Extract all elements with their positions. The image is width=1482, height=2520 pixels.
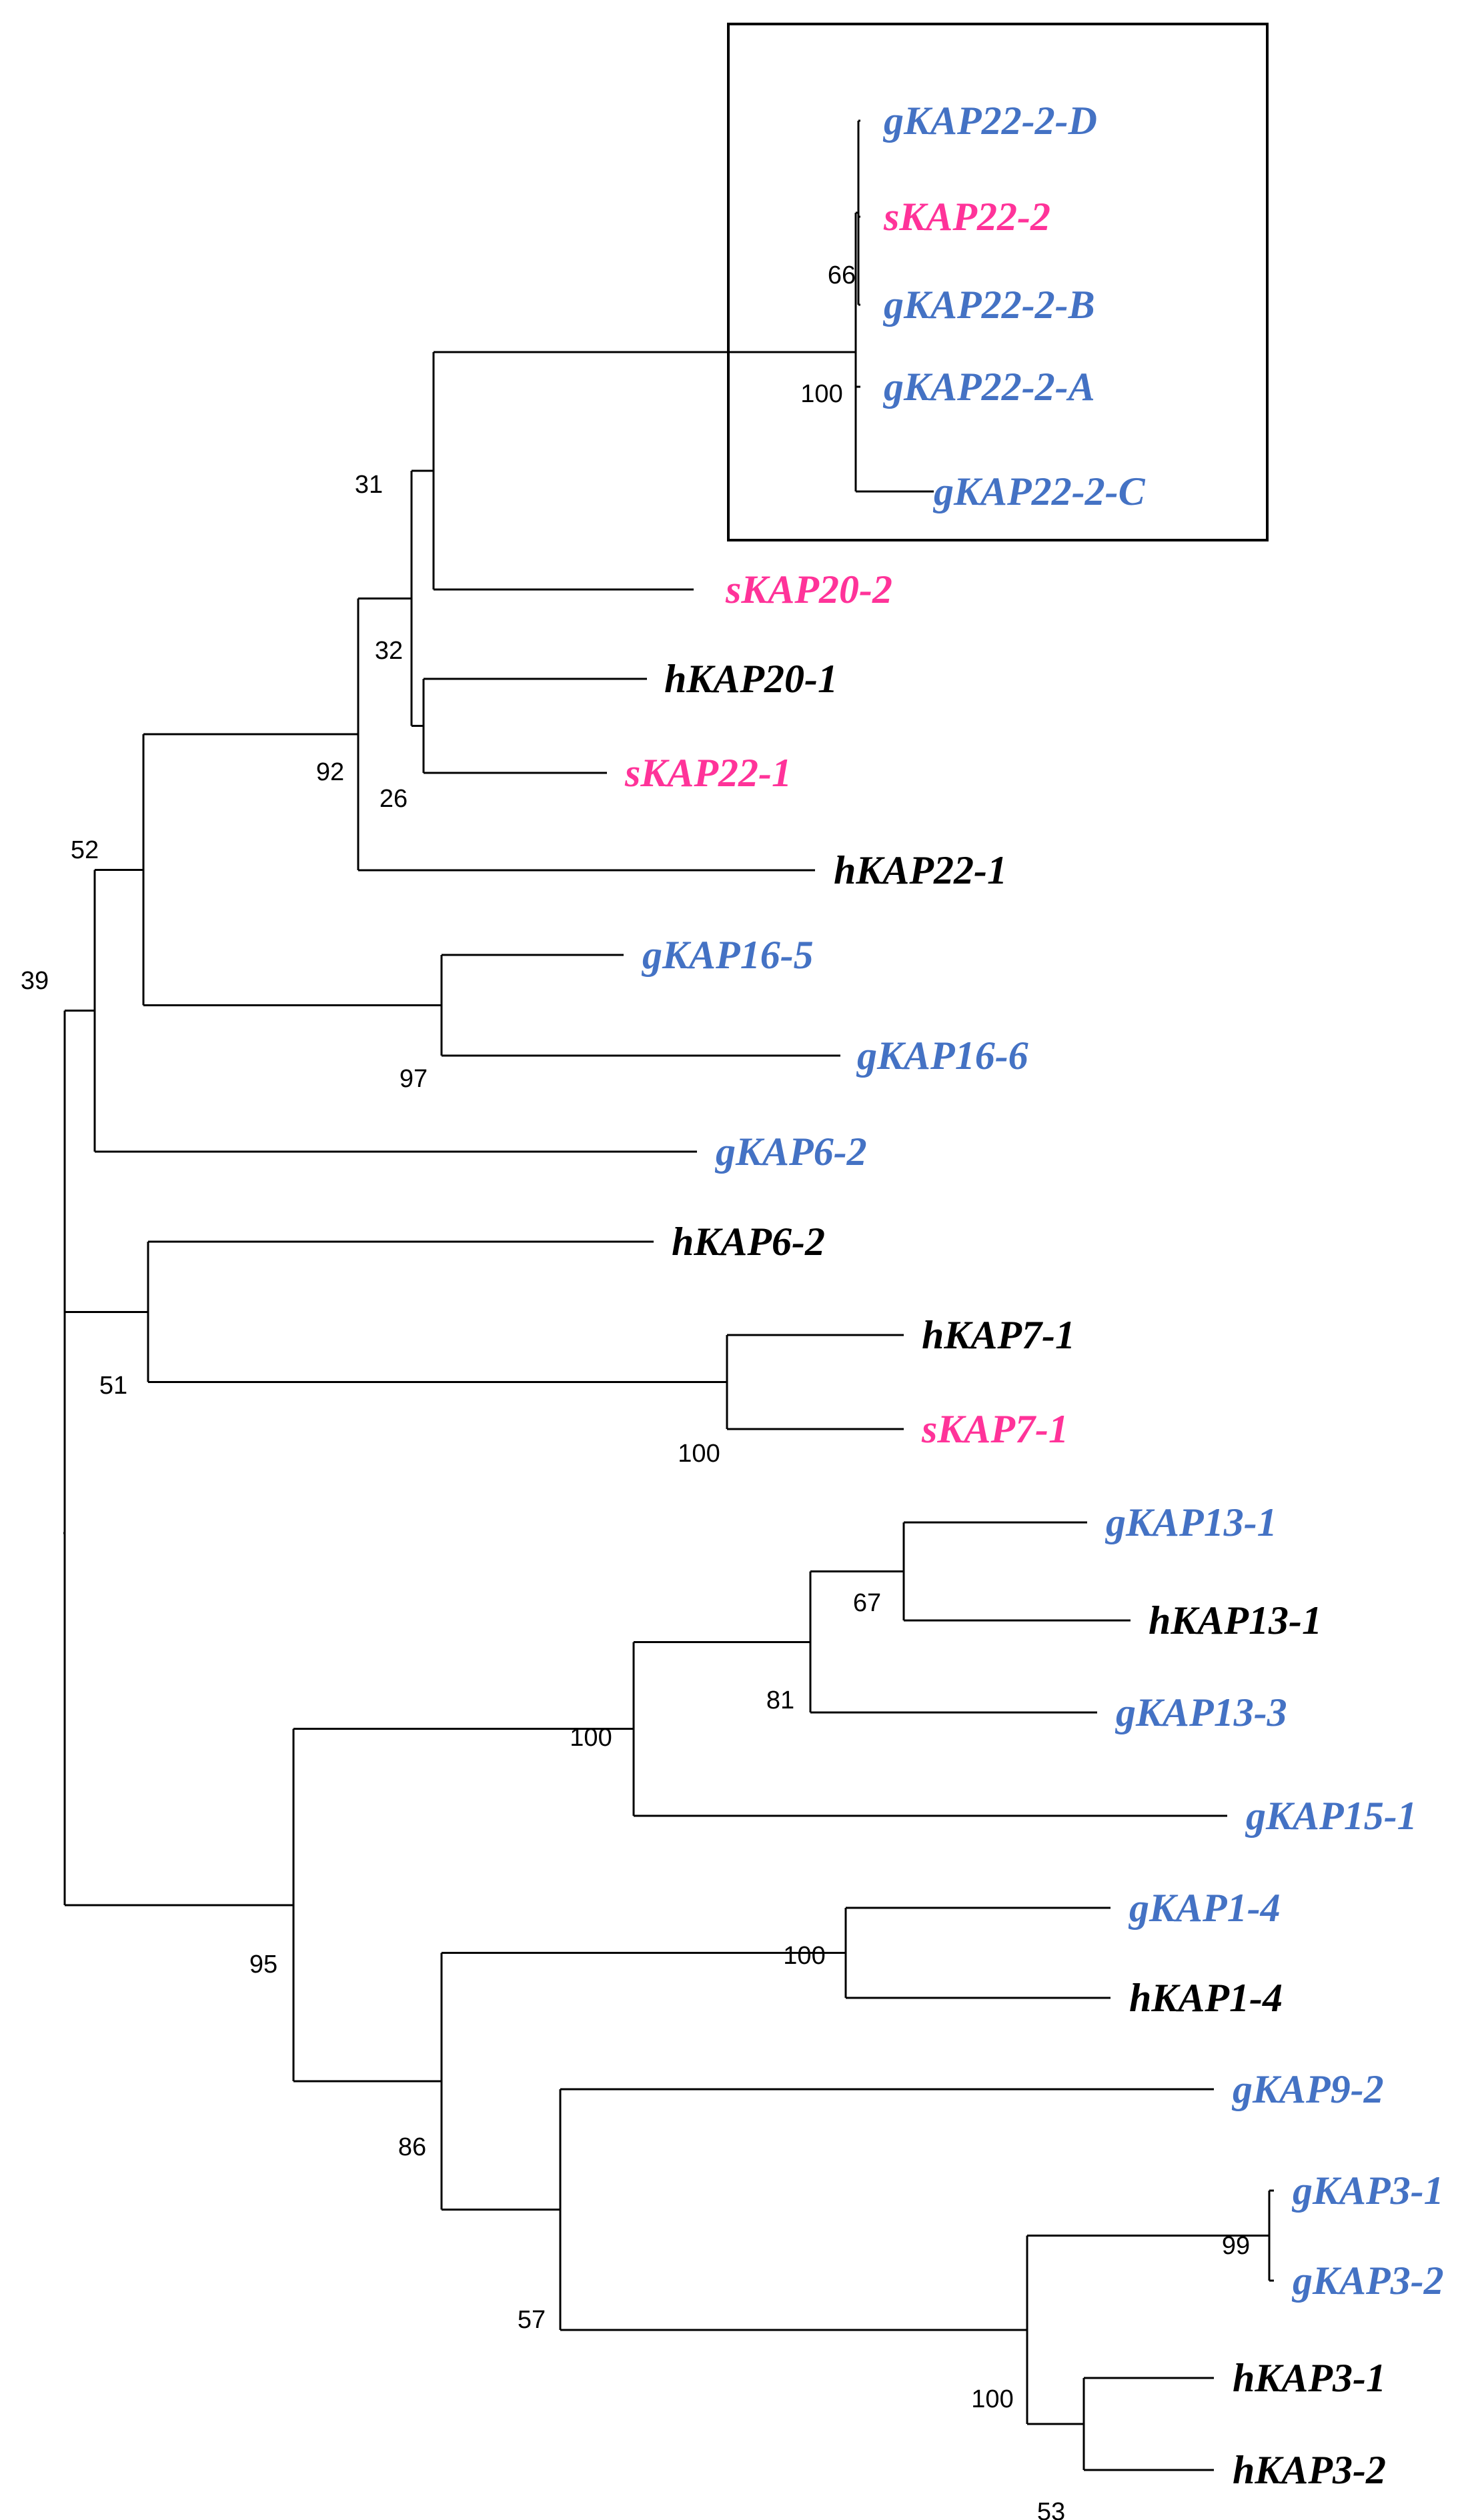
bootstrap-value-c26: 26 xyxy=(380,785,408,813)
bootstrap-value-c99: 99 xyxy=(1222,2232,1250,2260)
bootstrap-value-c100b: 100 xyxy=(678,1440,720,1468)
leaf-label-gkap16-6: gKAP16-6 xyxy=(856,1034,1028,1078)
leaf-label-gkap13-1: gKAP13-1 xyxy=(1104,1500,1277,1544)
bootstrap-value-c53: 53 xyxy=(1037,2498,1065,2520)
bootstrap-values: 66 100 31 26 32 92 97 52 100 51 39 67 81 100 100 99 53 10… xyxy=(21,261,1250,2520)
bootstrap-value-c100c: 100 xyxy=(570,1724,612,1752)
leaf-label-hkap1-4: hKAP1-4 xyxy=(1129,1976,1283,2020)
highlighted-clade-box xyxy=(727,23,1269,541)
leaf-label-hkap3-1: hKAP3-1 xyxy=(1233,2356,1386,2400)
leaf-label-skap22-2: sKAP22-2 xyxy=(883,195,1050,239)
bootstrap-value-c86: 86 xyxy=(398,2133,426,2161)
bootstrap-value-c67: 67 xyxy=(853,1589,881,1617)
leaf-label-gkap1-4: gKAP1-4 xyxy=(1128,1886,1281,1930)
bootstrap-value-c97: 97 xyxy=(400,1065,428,1093)
leaf-label-hkap3-2: hKAP3-2 xyxy=(1233,2448,1386,2492)
leaf-label-gkap3-2: gKAP3-2 xyxy=(1291,2259,1444,2303)
leaf-label-gkap22-2-b: gKAP22-2-B xyxy=(882,283,1095,327)
leaf-label-gkap22-2-c: gKAP22-2-C xyxy=(932,469,1146,513)
bootstrap-value-c66: 66 xyxy=(828,261,856,289)
leaf-label-gkap15-1: gKAP15-1 xyxy=(1245,1794,1417,1838)
leaf-label-skap20-2: sKAP20-2 xyxy=(725,567,892,611)
bootstrap-value-c31: 31 xyxy=(355,471,383,499)
leaf-label-hkap7-1: hKAP7-1 xyxy=(922,1313,1075,1357)
leaf-label-gkap22-2-d: gKAP22-2-D xyxy=(882,99,1097,143)
leaf-label-gkap16-5: gKAP16-5 xyxy=(641,933,814,977)
leaf-label-skap7-1: sKAP7-1 xyxy=(921,1407,1068,1451)
leaf-label-gkap22-2-a: gKAP22-2-A xyxy=(882,365,1095,409)
bootstrap-value-c52: 52 xyxy=(71,836,99,864)
tree-branches xyxy=(63,119,1274,2471)
bootstrap-value-c57: 57 xyxy=(518,2306,546,2334)
leaf-labels: gKAP22-2-D sKAP22-2 gKAP22-2-B gKAP22-2-A gK… xyxy=(624,99,1444,2492)
bootstrap-value-c32: 32 xyxy=(375,637,403,665)
leaf-label-hkap13-1: hKAP13-1 xyxy=(1149,1598,1322,1642)
leaf-label-skap22-1: sKAP22-1 xyxy=(624,751,792,795)
bootstrap-value-c100a: 100 xyxy=(800,380,842,408)
bootstrap-value-c81: 81 xyxy=(766,1686,794,1714)
leaf-label-gkap3-1: gKAP3-1 xyxy=(1291,2169,1444,2213)
leaf-label-gkap9-2: gKAP9-2 xyxy=(1231,2067,1384,2111)
bootstrap-value-c51: 51 xyxy=(99,1372,127,1400)
bootstrap-value-c95: 95 xyxy=(249,1951,277,1979)
bootstrap-value-c39: 39 xyxy=(21,967,49,995)
leaf-label-hkap22-1: hKAP22-1 xyxy=(834,848,1007,892)
leaf-label-gkap13-3: gKAP13-3 xyxy=(1115,1690,1287,1734)
bootstrap-value-c100d: 100 xyxy=(783,1942,825,1970)
leaf-label-gkap6-2: gKAP6-2 xyxy=(714,1130,867,1174)
bootstrap-value-c100e: 100 xyxy=(971,2385,1013,2413)
leaf-label-hkap20-1: hKAP20-1 xyxy=(664,657,838,701)
leaf-label-hkap6-2: hKAP6-2 xyxy=(672,1220,825,1264)
bootstrap-value-c92: 92 xyxy=(316,758,344,786)
